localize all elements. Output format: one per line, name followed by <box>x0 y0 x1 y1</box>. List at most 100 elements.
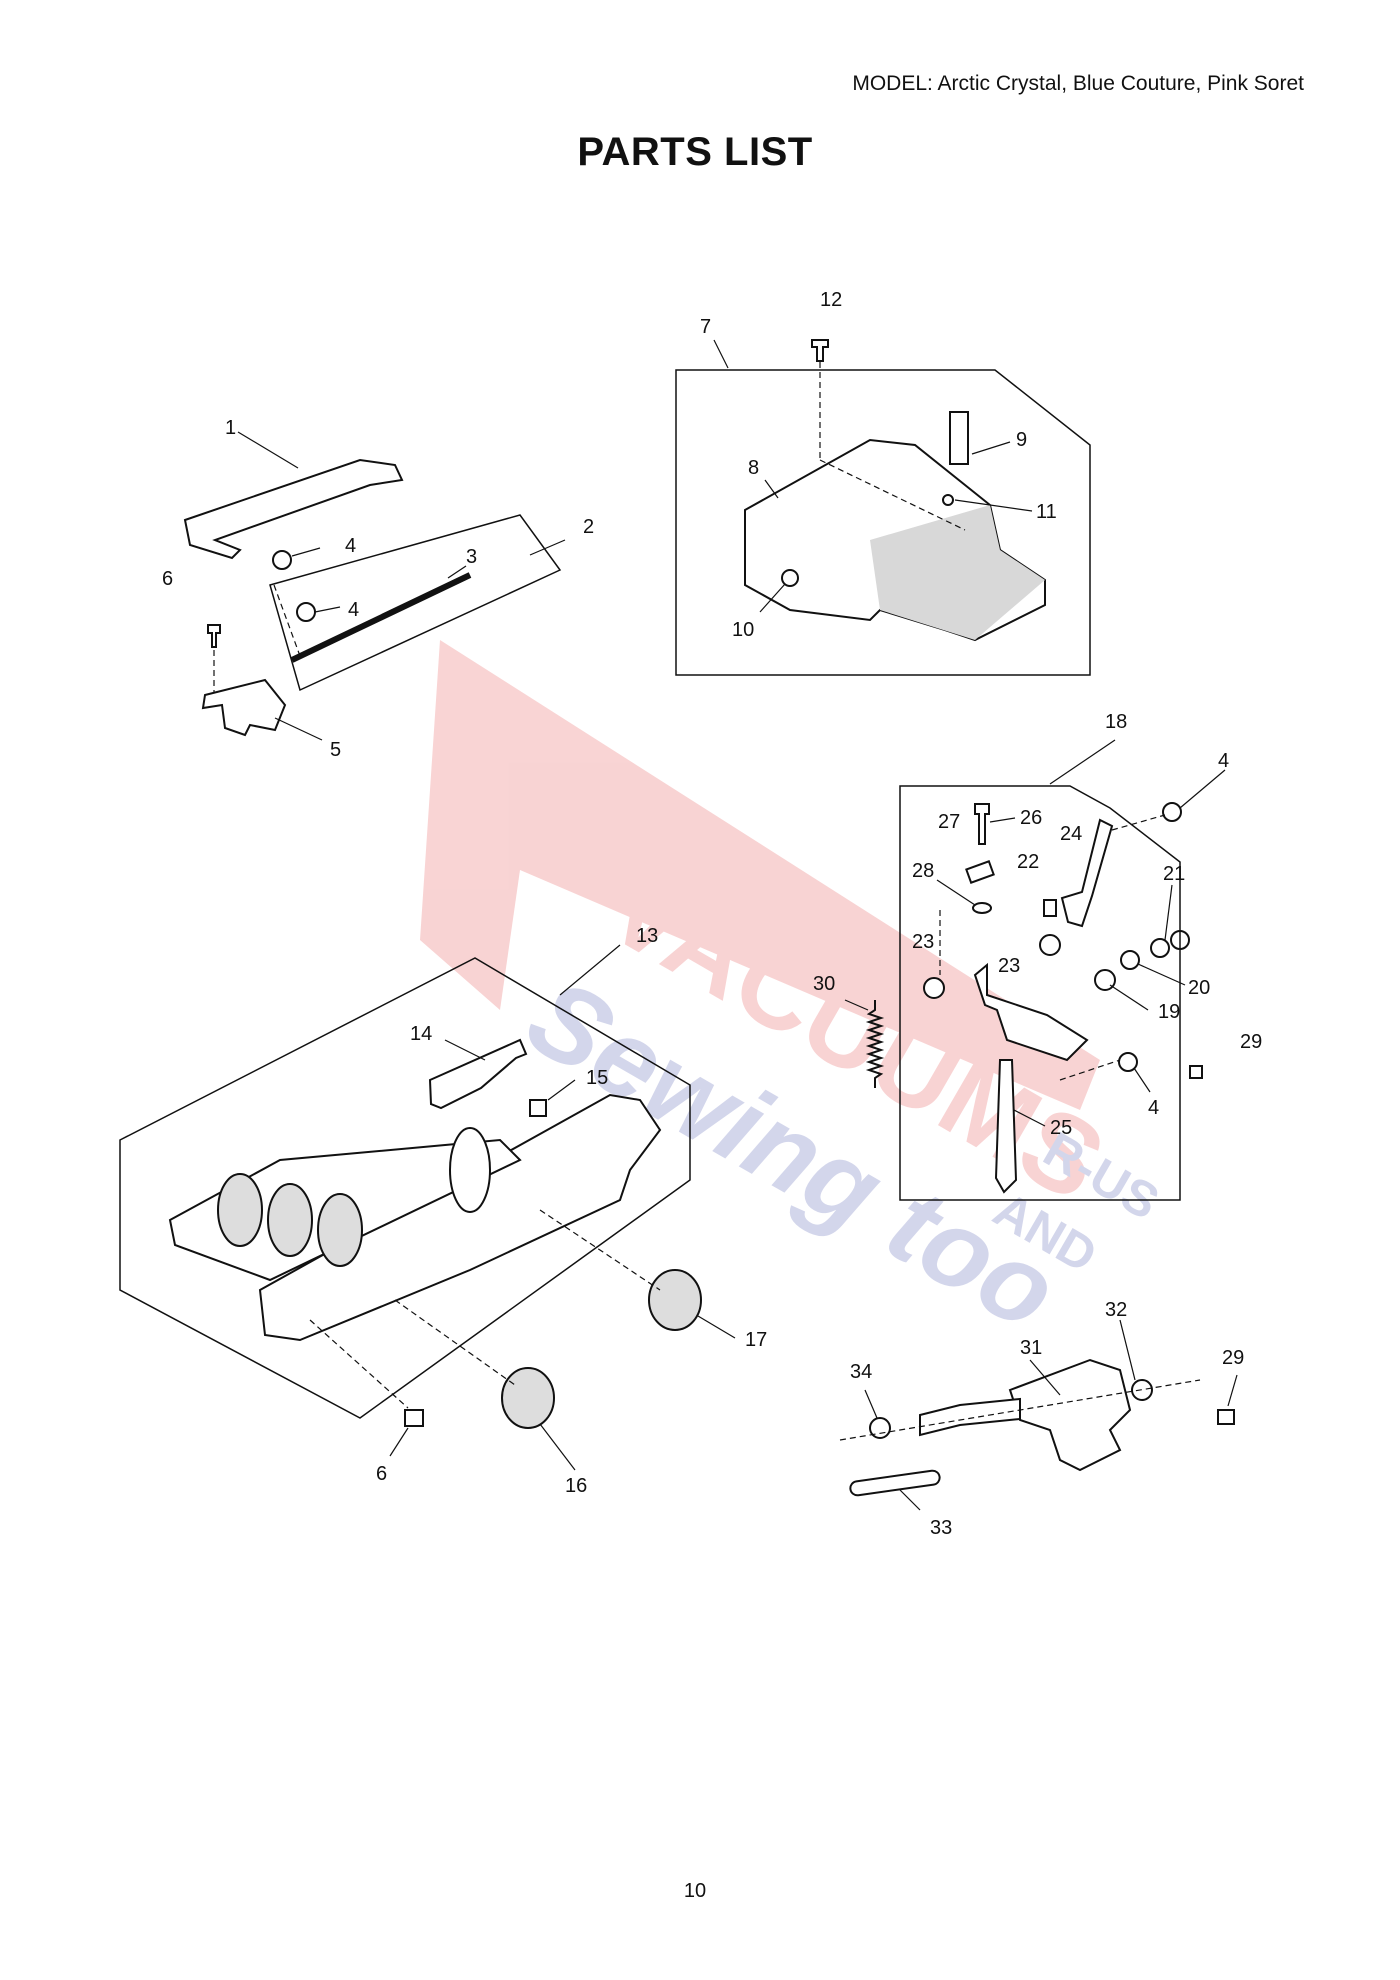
leader-17 <box>697 1315 736 1339</box>
callout-6b: 6 <box>376 1463 387 1485</box>
dash-2 <box>273 584 301 657</box>
chassis-drum-2 <box>267 1183 313 1257</box>
callout-4b: 4 <box>348 599 359 621</box>
part-crank-body <box>973 962 1089 1062</box>
callout-labels: 1 2 3 4 4 5 6 7 8 9 10 11 12 13 14 15 16… <box>162 289 1262 1539</box>
callout-12: 12 <box>820 289 842 311</box>
dash-crank <box>1059 1059 1121 1081</box>
callout-13: 13 <box>636 925 658 947</box>
page-title: PARTS LIST <box>577 130 813 174</box>
leader-4b <box>314 606 341 613</box>
leader-1 <box>237 431 299 469</box>
lever-assembly <box>899 739 1226 1201</box>
part-25-link <box>994 1059 1018 1194</box>
part-14-bracket <box>428 1038 528 1110</box>
part-3-shaft <box>290 572 472 663</box>
part-21-ring-a <box>1150 938 1170 958</box>
leader-10 <box>759 583 786 613</box>
part-16-knob <box>501 1367 555 1429</box>
callout-29b: 29 <box>1222 1347 1244 1369</box>
leader-18 <box>1049 739 1116 785</box>
callout-6a: 6 <box>162 568 173 590</box>
leader-11 <box>954 499 1033 512</box>
part-34-ring <box>869 1417 891 1439</box>
leader-21 <box>1164 884 1173 941</box>
callout-23b: 23 <box>998 955 1020 977</box>
leader-32 <box>1119 1319 1136 1381</box>
dash-24 <box>1111 814 1166 831</box>
part-4-eclip-a <box>272 550 292 570</box>
model-header: MODEL: Arctic Crystal, Blue Couture, Pin… <box>852 72 1304 95</box>
dash-cover <box>819 459 966 531</box>
part-24-lever <box>1060 818 1114 928</box>
callout-2: 2 <box>583 516 594 538</box>
leader-34 <box>864 1389 878 1419</box>
callout-14: 14 <box>410 1023 432 1045</box>
callout-11: 11 <box>1036 501 1057 523</box>
part-4-eclip-b <box>296 602 316 622</box>
leader-14 <box>444 1039 486 1061</box>
assembly-2-frame <box>269 514 562 692</box>
part-31-lever <box>1008 1358 1132 1472</box>
part-27-block <box>965 860 995 884</box>
part-33-pin <box>849 1469 941 1497</box>
callout-32: 32 <box>1105 1299 1127 1321</box>
leader-9 <box>971 441 1011 455</box>
callout-29a: 29 <box>1240 1031 1262 1053</box>
callout-17: 17 <box>745 1329 767 1351</box>
callout-18: 18 <box>1105 711 1127 733</box>
part-1-handle <box>183 458 404 560</box>
chassis-drum-3 <box>317 1193 363 1267</box>
callout-4c: 4 <box>1218 750 1229 772</box>
callout-22: 22 <box>1017 851 1039 873</box>
callout-1: 1 <box>225 417 236 439</box>
leader-33 <box>899 1489 921 1511</box>
callout-31: 31 <box>1020 1337 1042 1359</box>
leader-7 <box>713 339 729 369</box>
part-4-eclip-c <box>1162 802 1182 822</box>
leader-4c <box>1179 769 1226 809</box>
callout-23a: 23 <box>912 931 934 953</box>
callout-28: 28 <box>912 860 934 882</box>
leader-30 <box>844 999 869 1011</box>
assembly-18-frame <box>899 785 1181 1201</box>
dash-6 <box>309 1319 409 1409</box>
part-23-nut-b <box>1039 934 1061 956</box>
callout-4a: 4 <box>345 535 356 557</box>
callout-30: 30 <box>813 973 835 995</box>
leader-4a <box>291 547 321 557</box>
leader-19 <box>1109 984 1149 1011</box>
dash-foot <box>839 1379 1201 1441</box>
part-28-washer <box>972 902 992 914</box>
leader-16 <box>539 1423 576 1471</box>
callout-33: 33 <box>930 1517 952 1539</box>
leader-3 <box>447 565 467 579</box>
part-23-nut-a <box>923 977 945 999</box>
callout-5: 5 <box>330 739 341 761</box>
part-21-ring-b <box>1170 930 1190 950</box>
leader-8 <box>764 479 779 499</box>
cover-assembly <box>675 339 1091 676</box>
part-26-pin <box>974 803 990 845</box>
part-32-spring <box>1131 1379 1153 1401</box>
leader-6b <box>389 1427 409 1457</box>
callout-7: 7 <box>700 316 711 338</box>
callout-21: 21 <box>1163 863 1185 885</box>
part-8-cover-shade <box>870 505 1045 640</box>
part-4-eclip-d <box>1118 1052 1138 1072</box>
dash-16 <box>394 1299 516 1386</box>
part-20-washer <box>1120 950 1140 970</box>
part-19-spring <box>1094 969 1116 991</box>
part-11-hole <box>942 494 954 506</box>
callout-4d: 4 <box>1148 1097 1159 1119</box>
part-9-post <box>949 411 969 465</box>
leader-28 <box>936 879 976 906</box>
part-6-screw <box>207 624 221 648</box>
handle-assembly <box>183 431 566 741</box>
callout-15: 15 <box>586 1067 608 1089</box>
part-31-arm <box>919 1397 1021 1437</box>
part-29-screw-b <box>1217 1409 1235 1425</box>
callout-26: 26 <box>1020 807 1042 829</box>
leader-20 <box>1137 963 1186 986</box>
